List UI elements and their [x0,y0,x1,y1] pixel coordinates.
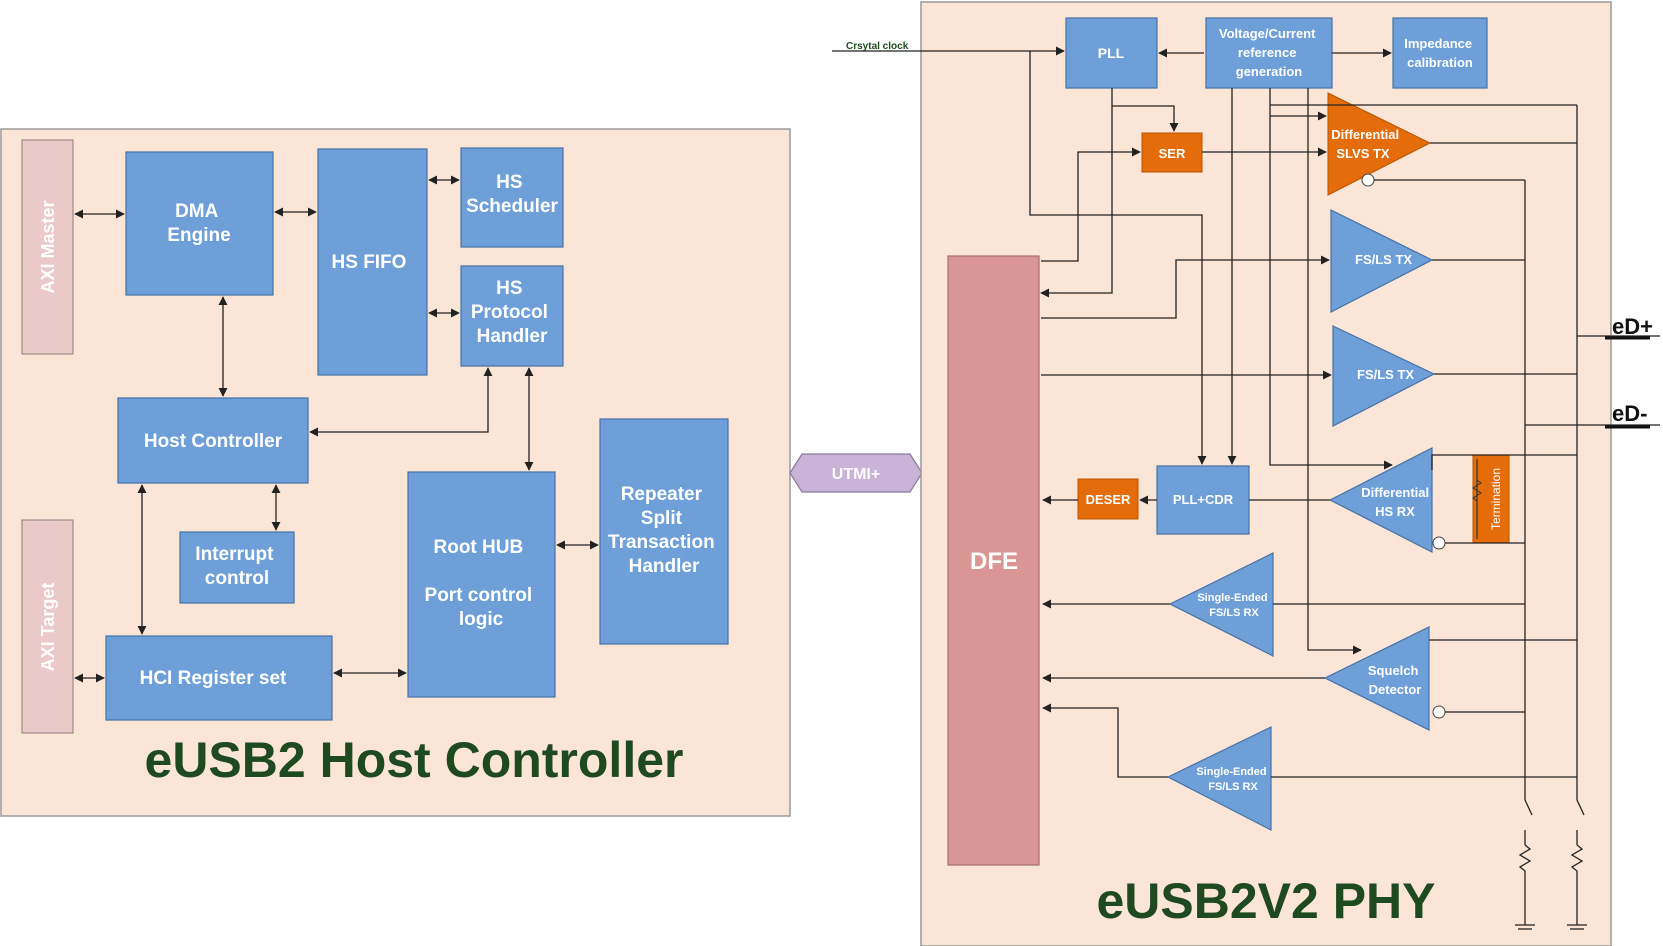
dma-engine-label: DMA Engine [167,201,230,246]
hs-scheduler-label: HS Scheduler [466,172,558,217]
deser-label: DESER [1086,492,1131,507]
axi-target-bar [21,519,74,734]
dfe-block [947,255,1040,866]
ser-label: SER [1159,146,1186,161]
vref-generation-label: Voltage/Current reference generation [1219,26,1319,79]
fsls-tx-1-label: FS/LS TX [1355,252,1412,267]
impedance-calibration-block [1392,17,1488,89]
phy-title: eUSB2V2 PHY [1096,873,1435,929]
squelch-detector-triangle [1323,626,1430,731]
ser-block [1141,132,1203,173]
vref-generation-block [1205,17,1333,89]
axi-master-label: AXI Master [38,200,58,293]
hci-register-set-label: HCI Register set [140,668,287,689]
hs-rx-inverting-bubble [1432,536,1446,550]
hs-protocol-handler-label: HS Protocol Handler [471,278,553,347]
termination-label: Termination [1489,468,1503,530]
host-connections [74,175,599,683]
fsls-tx-1-triangle [1330,209,1434,313]
differential-slvs-tx-label: Differential SLVS TX [1331,127,1403,161]
hs-fifo-block [317,148,428,376]
pll-label: PLL [1098,45,1125,61]
repeater-split-handler-label: Repeater Split Transaction Handler [608,484,720,577]
termination-block [1472,454,1510,544]
dma-engine-block [125,151,274,296]
axi-master-bar [21,139,74,355]
root-hub-label: Root HUB Port control logic [425,537,538,630]
host-controller-title: eUSB2 Host Controller [145,732,684,788]
pll-cdr-label: PLL+CDR [1173,492,1234,507]
fsls-tx-2-triangle [1332,325,1436,427]
edm-label: eD- [1612,401,1647,426]
deser-block [1077,478,1139,520]
interrupt-control-label: Interrupt control [195,544,278,589]
hs-fifo-label: HS FIFO [332,252,407,273]
pll-block [1065,17,1158,89]
termination-resistor-icon [1472,479,1482,502]
slvs-tx-inverting-bubble [1361,173,1375,187]
impedance-calibration-label: Impedance calibration [1404,36,1476,70]
single-ended-rx-2-triangle [1166,726,1272,831]
hs-protocol-handler-block [460,265,564,367]
root-hub-block [407,471,556,698]
phy-connections [1029,51,1660,930]
axi-target-label: AXI Target [38,583,58,672]
dfe-label: DFE [970,548,1018,575]
host-controller-label: Host Controller [144,431,283,452]
crystal-clock-label: Crsytal clock [846,41,909,52]
squelch-inverting-bubble [1432,705,1446,719]
single-ended-rx-2-label: Single-Ended FS/LS RX [1196,766,1269,793]
hs-scheduler-block [460,147,564,248]
interrupt-control-block [179,531,295,604]
differential-slvs-tx-triangle [1327,92,1432,196]
fsls-tx-2-label: FS/LS TX [1357,367,1414,382]
hci-register-set-block [105,635,333,721]
utmi-label: UTMI+ [832,466,880,483]
single-ended-rx-1-label: Single-Ended FS/LS RX [1197,592,1270,619]
edp-label: eD+ [1612,314,1653,339]
differential-hs-rx-triangle [1328,447,1433,553]
squelch-detector-label: Squelch Detector [1368,663,1422,697]
host-controller-block [117,397,309,484]
repeater-split-handler-block [599,418,729,645]
differential-hs-rx-label: Differential HS RX [1361,485,1433,519]
